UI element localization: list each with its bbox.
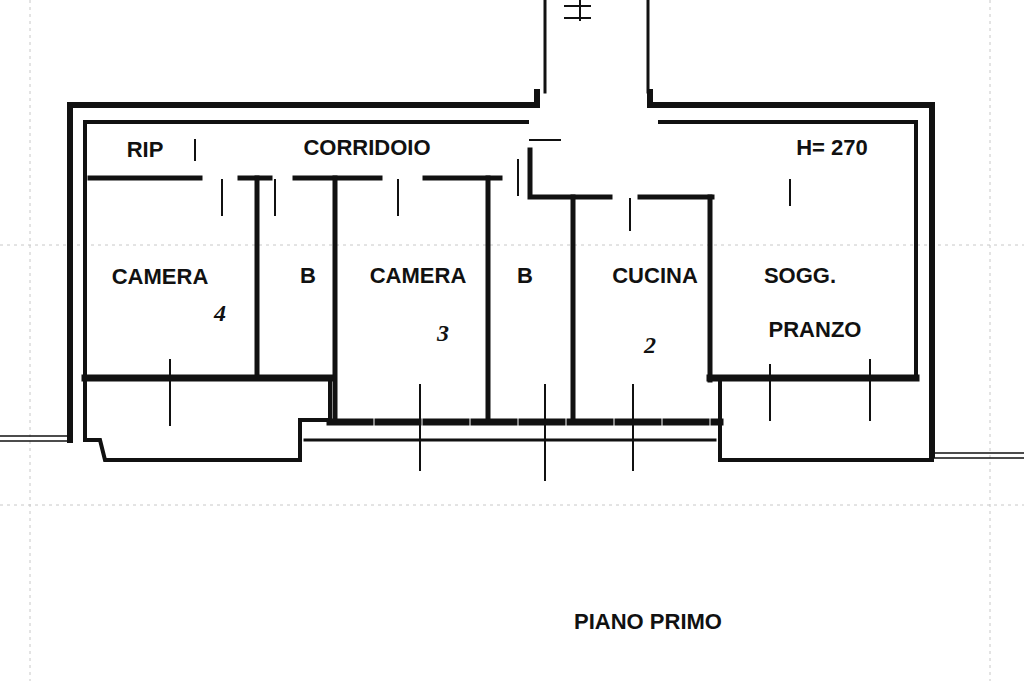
room-label: RIP	[127, 139, 164, 161]
room-label: SOGG.	[764, 265, 836, 287]
room-label: CAMERA	[112, 266, 209, 288]
room-label: PRANZO	[769, 319, 862, 341]
room-number: 4	[214, 301, 226, 325]
room-label: H= 270	[796, 137, 868, 159]
room-number: 2	[644, 333, 656, 357]
room-label: B	[300, 265, 316, 287]
walls	[0, 0, 1024, 480]
room-label: B	[517, 265, 533, 287]
room-label: CORRIDOIO	[303, 137, 430, 159]
plan-caption: PIANO PRIMO	[574, 611, 722, 633]
room-label: CUCINA	[612, 265, 698, 287]
room-label: CAMERA	[370, 265, 467, 287]
room-number: 3	[437, 321, 449, 345]
